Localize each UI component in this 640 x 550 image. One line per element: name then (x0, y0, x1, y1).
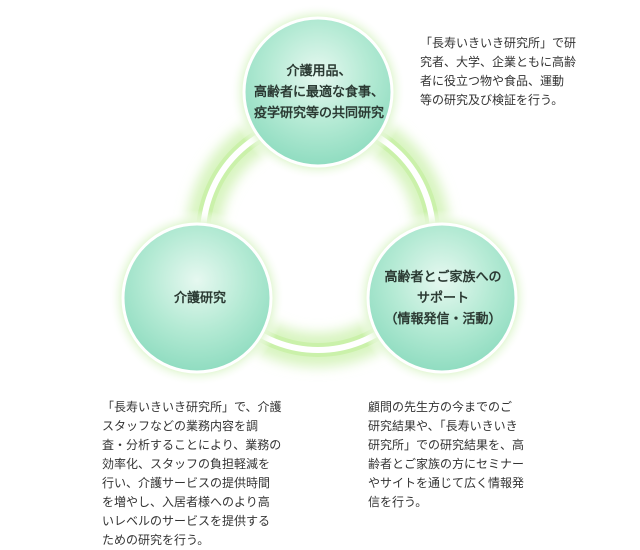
node-label-line: 高齢者に最適な食事、 (253, 84, 384, 100)
circle-left (109, 210, 285, 386)
description-line: 研究結果や、「長寿いきいき (368, 419, 518, 433)
circle-right (354, 210, 530, 386)
node-label-line: 介護用品、 (286, 63, 352, 79)
description-line: 「長寿いきいき研究所」で研 (420, 36, 577, 50)
node-label-line: 高齢者とご家族への (384, 269, 502, 285)
circle-top (230, 4, 406, 180)
description-line: 者に役立つ物や食品、運動 (420, 74, 565, 88)
description-line: 査・分析することにより、業務の (102, 438, 282, 452)
description-line: スタッフなどの業務内容を調 (102, 419, 259, 433)
description-line: 研究所」での研究結果を、高 (368, 438, 525, 452)
node-label-line: 介護研究 (173, 290, 226, 306)
description-line: を増やし、入居者様へのより高 (102, 495, 270, 509)
node-label-line: サポート (416, 290, 469, 306)
description-line: ための研究を行う。 (102, 533, 210, 547)
node-label-right: 高齢者とご家族への サポート （情報発信・活動） (358, 262, 528, 334)
description-line: 究者、大学、企業ともに高齢 (420, 55, 577, 69)
description-line: いレベルのサービスを提供する (102, 514, 271, 528)
description-left: 「長寿いきいき研究所」で、介護 スタッフなどの業務内容を調 査・分析することによ… (102, 398, 282, 550)
node-label-line: （情報発信・活動） (384, 311, 502, 327)
description-line: 行い、介護サービスの提供時間 (102, 476, 271, 490)
node-label-left: 介護研究 (115, 278, 285, 318)
node-label-line: 疫学研究等の共同研究 (253, 105, 384, 121)
description-line: やサイトを通じて広く情報発 (368, 476, 525, 490)
description-line: 齢者とご家族の方にセミナー (368, 457, 525, 471)
description-top: 「長寿いきいき研究所」で研 究者、大学、企業ともに高齢 者に役立つ物や食品、運動… (420, 34, 576, 110)
description-line: 等の研究及び検証を行う。 (420, 93, 564, 107)
description-line: 顧問の先生方の今までのご (368, 400, 513, 414)
description-right: 顧問の先生方の今までのご 研究結果や、「長寿いきいき 研究所」での研究結果を、高… (368, 398, 524, 512)
description-line: 効率化、スタッフの負担軽減を (102, 457, 271, 471)
description-line: 「長寿いきいき研究所」で、介護 (102, 400, 282, 414)
node-label-top: 介護用品、 高齢者に最適な食事、 疫学研究等の共同研究 (234, 56, 404, 128)
description-line: 信を行う。 (368, 495, 428, 509)
